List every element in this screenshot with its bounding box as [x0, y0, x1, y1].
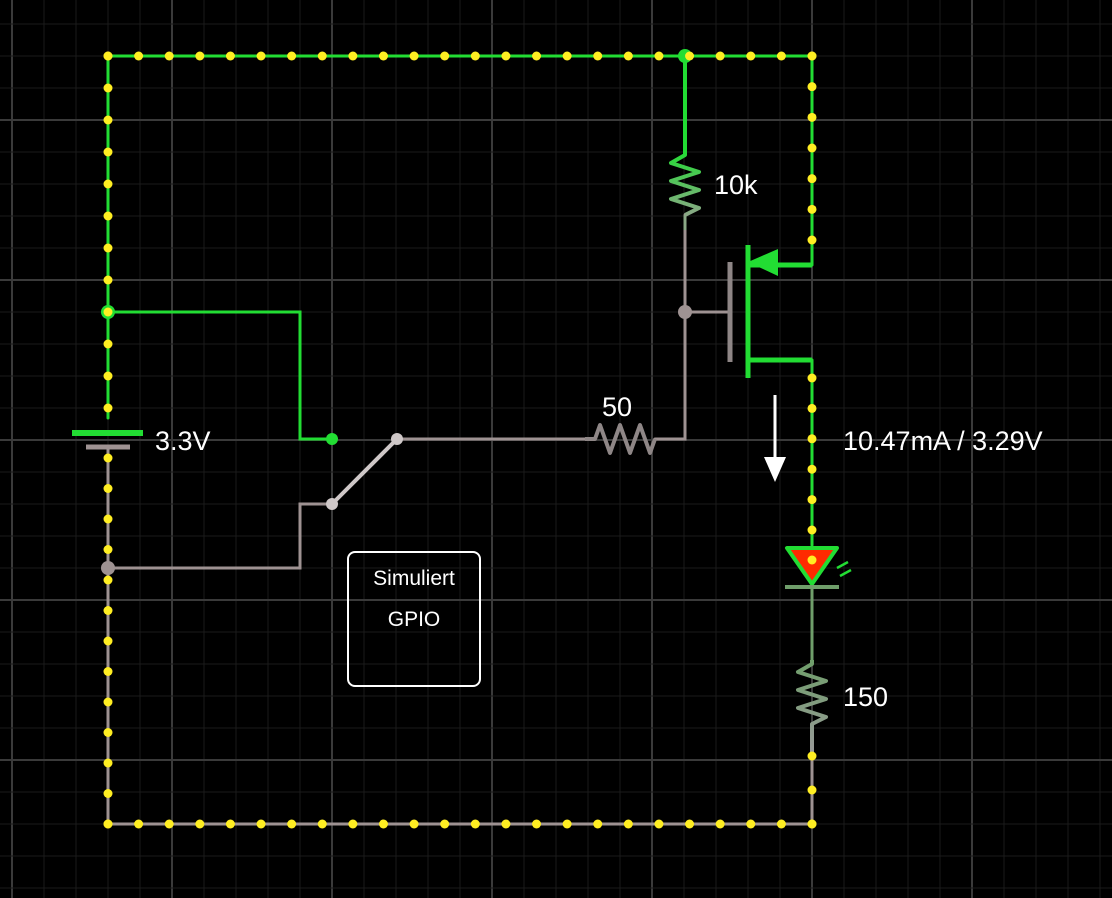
left-junction-off [101, 561, 115, 575]
current-arrow [764, 395, 786, 482]
gpio-button-line2: GPIO [387, 608, 441, 631]
simulated-gpio-button[interactable]: Simuliert GPIO [347, 551, 481, 687]
gpio-button-line1: Simuliert [373, 567, 455, 590]
battery-symbol[interactable] [72, 430, 143, 450]
switch-contact-off [391, 433, 403, 445]
wire-switch-common [106, 502, 334, 570]
pullup-resistor-label: 10k [714, 170, 758, 200]
gate-resistor[interactable] [585, 423, 657, 455]
gate-junction [678, 305, 692, 319]
switch-common-terminal [326, 498, 338, 510]
led-resistor-label: 150 [843, 682, 888, 712]
mosfet-arrow [748, 249, 778, 276]
spdt-switch[interactable] [326, 433, 403, 510]
led-reading-label: 10.47mA / 3.29V [843, 426, 1043, 456]
wire-gate-resistor-to-node [653, 213, 687, 441]
current-flow-dots [103, 51, 817, 829]
mosfet-p-channel[interactable] [727, 245, 814, 378]
battery-label: 3.3V [155, 426, 211, 456]
switch-contact-live [326, 433, 338, 445]
pullup-resistor[interactable] [669, 150, 701, 217]
led-resistor[interactable] [796, 660, 828, 756]
wire-to-switch-contact [106, 310, 334, 441]
gate-resistor-label: 50 [602, 392, 632, 422]
